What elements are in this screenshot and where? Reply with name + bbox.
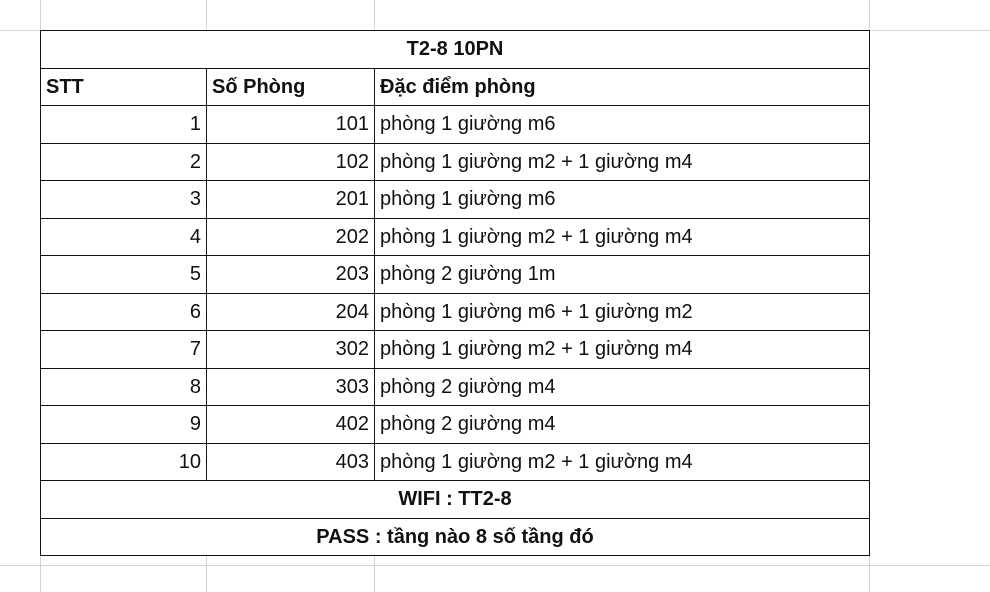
cell-room-number[interactable]: 302 [206,330,375,369]
wifi-row: WIFI : TT2-8 [40,480,870,519]
cell-room-number[interactable]: 101 [206,105,375,144]
cell-room-description[interactable]: phòng 1 giường m2 + 1 giường m4 [374,217,870,256]
cell-room-description[interactable]: phòng 2 giường m4 [374,405,870,444]
cell-room-description[interactable]: phòng 1 giường m6 [374,180,870,219]
cell-stt[interactable]: 5 [40,255,207,294]
password-row: PASS : tầng nào 8 số tầng đó [40,517,870,556]
wifi-cell[interactable]: WIFI : TT2-8 [40,480,870,519]
cell-room-description[interactable]: phòng 1 giường m2 + 1 giường m4 [374,142,870,181]
cell-room-number[interactable]: 403 [206,442,375,481]
cell-room-description[interactable]: phòng 1 giường m2 + 1 giường m4 [374,442,870,481]
cell-room-number[interactable]: 204 [206,292,375,331]
table-title[interactable]: T2-8 10PN [40,30,870,69]
cell-stt[interactable]: 8 [40,367,207,406]
cell-stt[interactable]: 4 [40,217,207,256]
header-room-number[interactable]: Số Phòng [206,67,375,106]
cell-stt[interactable]: 2 [40,142,207,181]
cell-room-description[interactable]: phòng 1 giường m2 + 1 giường m4 [374,330,870,369]
cell-room-description[interactable]: phòng 2 giường m4 [374,367,870,406]
cell-stt[interactable]: 6 [40,292,207,331]
cell-stt[interactable]: 3 [40,180,207,219]
header-room-description[interactable]: Đặc điểm phòng [374,67,870,106]
cell-stt[interactable]: 10 [40,442,207,481]
password-cell[interactable]: PASS : tầng nào 8 số tầng đó [40,517,870,556]
cell-room-number[interactable]: 102 [206,142,375,181]
header-stt[interactable]: STT [40,67,207,106]
cell-stt[interactable]: 9 [40,405,207,444]
cell-room-number[interactable]: 303 [206,367,375,406]
title-row: T2-8 10PN [40,30,870,69]
cell-room-description[interactable]: phòng 2 giường 1m [374,255,870,294]
header-row: STT Số Phòng Đặc điểm phòng [40,67,870,106]
cell-room-description[interactable]: phòng 1 giường m6 + 1 giường m2 [374,292,870,331]
cell-stt[interactable]: 7 [40,330,207,369]
cell-room-description[interactable]: phòng 1 giường m6 [374,105,870,144]
cell-room-number[interactable]: 201 [206,180,375,219]
cell-room-number[interactable]: 202 [206,217,375,256]
cell-stt[interactable]: 1 [40,105,207,144]
cell-room-number[interactable]: 402 [206,405,375,444]
cell-room-number[interactable]: 203 [206,255,375,294]
